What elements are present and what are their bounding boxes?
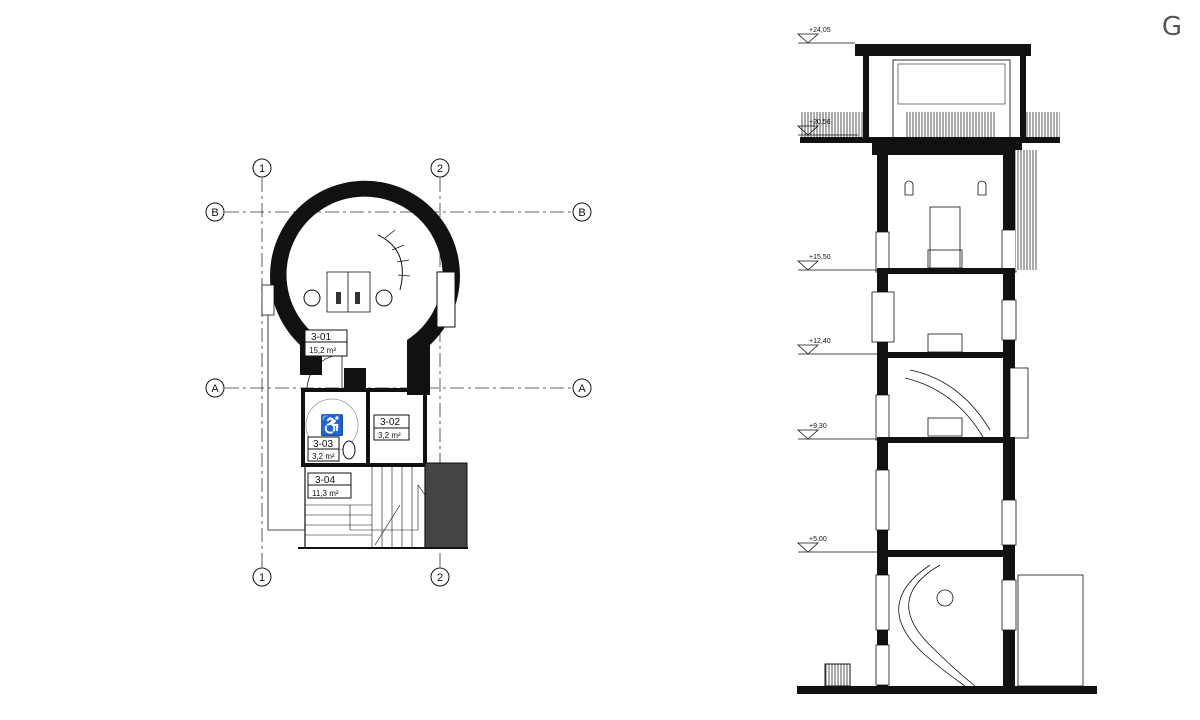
level-label: +15,50: [809, 254, 831, 261]
svg-text:11,3 m²: 11,3 m²: [312, 489, 339, 498]
level-label: +5,00: [809, 536, 827, 543]
grid-label-1-bottom: 1: [259, 572, 265, 584]
room-tag-3-02: 3-02 3,2 m²: [373, 414, 410, 441]
level-label: +9,30: [809, 423, 827, 430]
wheelchair-icon: ♿: [320, 413, 345, 437]
room-tag-3-03: 3-03 3,2 m²: [307, 436, 340, 462]
svg-text:3,2 m²: 3,2 m²: [312, 452, 335, 461]
svg-text:3,2 m²: 3,2 m²: [378, 431, 401, 440]
svg-text:3-04: 3-04: [315, 475, 335, 486]
grid-label-a-right: A: [578, 383, 586, 395]
grid-label-2-top: 2: [437, 163, 443, 175]
grid-label-2-bottom: 2: [437, 572, 443, 584]
grid-label-a-left: A: [211, 383, 219, 395]
grid-label-1-top: 1: [259, 163, 265, 175]
level-label: +24,05: [809, 27, 831, 34]
grid-bubbles: [205, 158, 592, 587]
svg-text:15,2 m²: 15,2 m²: [309, 346, 336, 355]
sheet-letter: G: [1161, 12, 1182, 42]
svg-text:3-01: 3-01: [311, 332, 331, 343]
floor-plan: 1 2 1 2 B B A A ♿: [205, 158, 592, 587]
room-tag-3-01: 3-01 15,2 m²: [304, 329, 348, 357]
building-section: +24,05 +20,56 +15,50 +12,40 +9,30 +5,00: [796, 27, 1097, 694]
hatched-block: [424, 462, 468, 549]
svg-text:3-02: 3-02: [380, 417, 400, 428]
room-tag-3-04: 3-04 11,3 m²: [307, 472, 352, 499]
level-label: +12,40: [809, 338, 831, 345]
grid-label-b-left: B: [211, 207, 218, 219]
grid-lines: [225, 178, 572, 567]
grid-label-b-right: B: [578, 207, 585, 219]
level-label: +20,56: [809, 119, 831, 126]
level-markers: [796, 33, 877, 553]
svg-text:3-03: 3-03: [313, 439, 333, 450]
